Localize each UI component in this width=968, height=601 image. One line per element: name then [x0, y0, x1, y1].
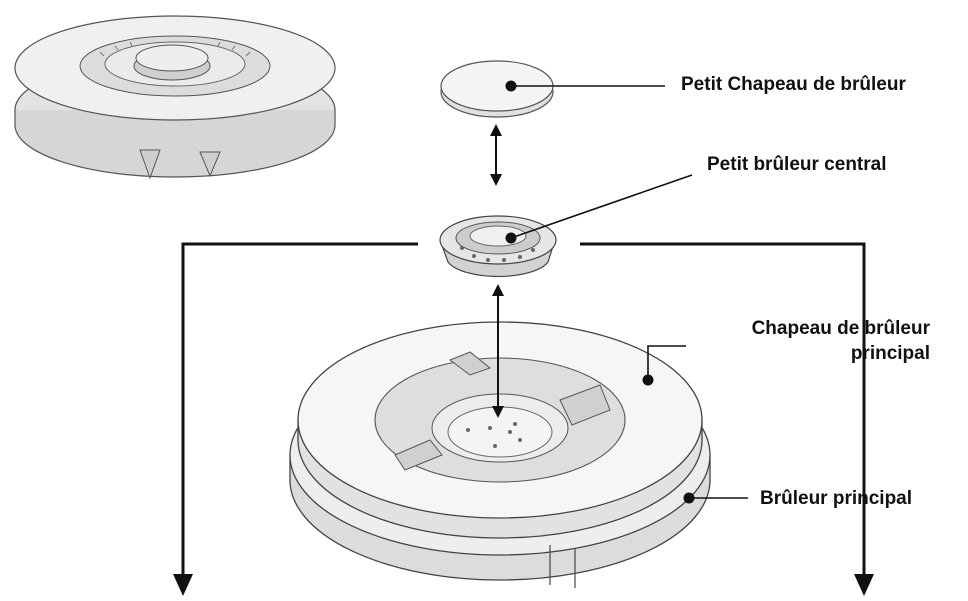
label-small-cap: Petit Chapeau de brûleur: [681, 74, 906, 95]
label-small-burner: Petit brûleur central: [707, 154, 887, 175]
small-burner-cap-illustration: [440, 60, 554, 118]
leader-main-burner: [683, 492, 748, 504]
leader-small-burner: [505, 174, 693, 244]
leader-small-cap: [505, 80, 665, 92]
right-flow-arrow: [580, 242, 874, 596]
assembled-burner-illustration: [14, 15, 336, 180]
small-central-burner-illustration: [439, 215, 557, 278]
main-burner-cap-illustration: [297, 321, 703, 539]
label-main-cap: Chapeau de brûleur principal: [696, 316, 930, 366]
arrow-small-burner-to-main: [492, 284, 504, 418]
label-main-cap-line1: Chapeau de brûleur: [751, 318, 930, 339]
label-main-burner: Brûleur principal: [760, 488, 913, 509]
leader-main-cap: [642, 345, 686, 386]
arrow-cap-to-small-burner: [490, 124, 502, 186]
left-flow-arrow: [173, 242, 418, 596]
label-main-cap-line2: principal: [850, 343, 930, 364]
